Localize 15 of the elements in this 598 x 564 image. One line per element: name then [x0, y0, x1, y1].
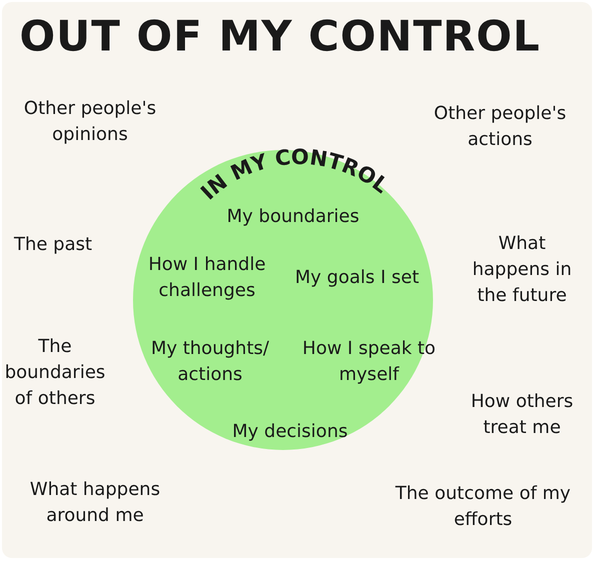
out-of-control-item: The past [12, 232, 94, 257]
in-control-item: My goals I set [294, 266, 420, 290]
in-control-item: How I handle challenges [147, 252, 267, 303]
out-of-control-item: The boundaries of others [4, 334, 106, 412]
in-control-item: My thoughts/ actions [150, 336, 270, 387]
in-control-item: My boundaries [226, 204, 360, 229]
out-of-control-item: Other people's actions [432, 102, 568, 152]
out-of-control-item: What happens around me [28, 478, 162, 528]
out-of-control-item: What happens in the future [471, 232, 573, 308]
in-control-item: How I speak to myself [302, 336, 436, 387]
title: OUT OF MY CONTROL [19, 12, 541, 60]
out-of-control-item: How others treat me [470, 390, 574, 440]
out-of-control-item: The outcome of my efforts [394, 482, 572, 532]
out-of-control-item: Other people's opinions [22, 96, 158, 147]
in-control-item: My decisions [231, 420, 349, 444]
